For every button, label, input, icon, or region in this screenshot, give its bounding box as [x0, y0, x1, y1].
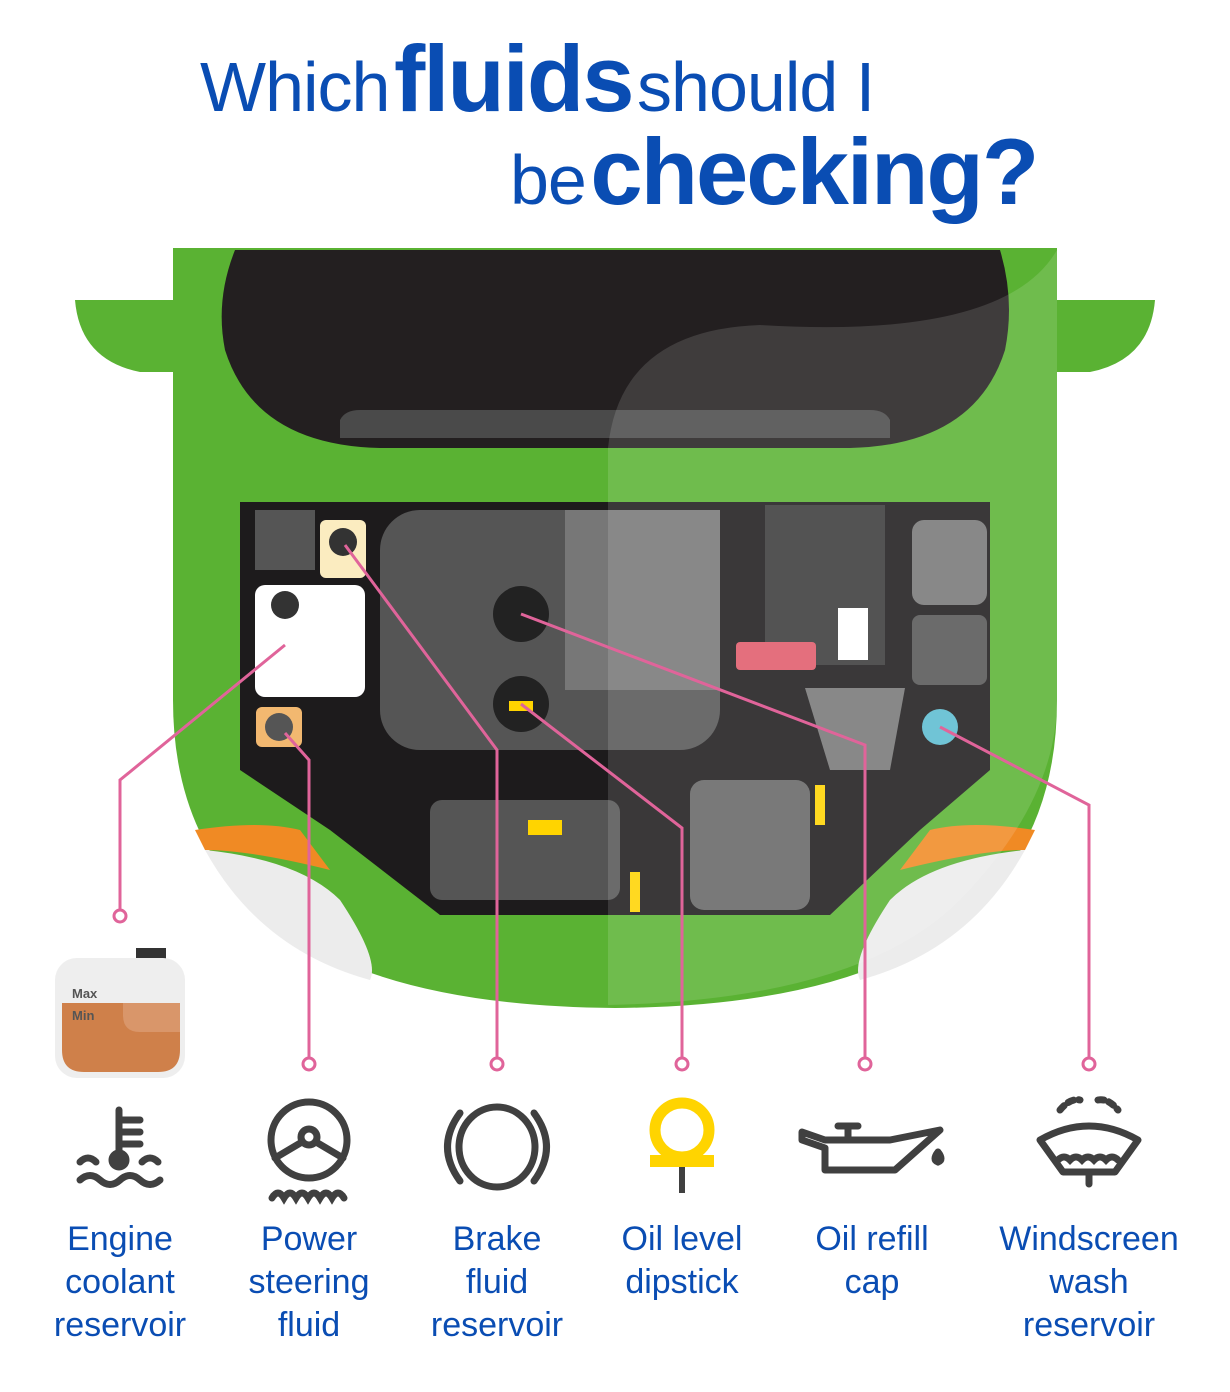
marker [528, 820, 562, 835]
marker [630, 872, 640, 912]
leader-brake [343, 544, 499, 1058]
label-line: Oil level [621, 1220, 743, 1258]
left-bumper [205, 850, 372, 980]
engine-part [912, 615, 987, 685]
windscreen-washer-icon [1036, 1096, 1142, 1188]
title-emphasis: fluids [393, 26, 635, 131]
label-brake-fluid: Brake fluid reservoir [387, 1218, 607, 1347]
leader-washer [939, 725, 1091, 1058]
label-line: Windscreen [999, 1220, 1179, 1258]
battery [912, 520, 987, 605]
min-mark: Min [72, 1008, 95, 1023]
label-windscreen-wash: Windscreen wash reservoir [979, 1218, 1199, 1347]
title-line-1: Which fluids should I [200, 32, 875, 126]
label-line: fluid [465, 1263, 529, 1301]
windscreen [221, 250, 1009, 448]
brake-fluid-cap [329, 528, 357, 556]
title-emphasis: checking? [590, 119, 1039, 224]
title-text: Which [200, 48, 390, 126]
label-line: steering [248, 1263, 370, 1301]
coolant-cap [271, 591, 299, 619]
steering-wheel-icon [267, 1098, 351, 1205]
label-engine-coolant: Engine coolant reservoir [10, 1218, 230, 1347]
leader-ends [112, 908, 1097, 1072]
leader-oil-cap [520, 612, 867, 1058]
title-text: should I [637, 48, 875, 126]
label-line: Engine [67, 1220, 173, 1258]
dipstick-icon [649, 1097, 715, 1193]
label-oil-refill-cap: Oil refill cap [762, 1218, 982, 1304]
engine-part [690, 780, 810, 910]
label-line: wash [1049, 1263, 1129, 1301]
label-line: reservoir [53, 1306, 187, 1344]
engine-part [430, 800, 620, 900]
marker [815, 785, 825, 825]
engine-part [805, 688, 905, 770]
label-line: coolant [65, 1263, 175, 1301]
label-line: Oil refill [815, 1220, 929, 1258]
label-line: reservoir [430, 1306, 564, 1344]
leader-steering [283, 732, 311, 1058]
fuse-label [838, 608, 868, 660]
max-mark: Max [72, 986, 98, 1001]
light-overlay [608, 250, 1057, 1005]
left-headlight [195, 825, 330, 870]
leader-coolant [118, 643, 286, 910]
oil-can-icon [798, 1122, 945, 1174]
red-clip [736, 642, 816, 670]
label-line: reservoir [1022, 1306, 1156, 1344]
coolant-jug [55, 948, 185, 1078]
label-line: Power [260, 1220, 358, 1258]
label-line: fluid [277, 1306, 341, 1344]
brake-warning-icon [444, 1103, 550, 1191]
right-mirror [1055, 300, 1155, 372]
coolant-temperature-icon [76, 1106, 164, 1188]
label-oil-dipstick: Oil level dipstick [572, 1218, 792, 1304]
engine-part [255, 510, 315, 570]
label-line: Brake [452, 1220, 542, 1258]
title-line-2: be checking? [510, 125, 1039, 219]
label-line: dipstick [625, 1263, 739, 1301]
leader-lines [118, 544, 1091, 1058]
wiper-panel [340, 410, 890, 438]
right-bumper [858, 850, 1025, 980]
leader-dipstick [520, 702, 684, 1058]
label-power-steering: Power steering fluid [199, 1218, 419, 1347]
left-mirror [75, 300, 175, 372]
right-headlight [900, 825, 1035, 870]
label-line: cap [844, 1263, 900, 1301]
title-text: be [510, 141, 587, 219]
dipstick-marker [509, 701, 533, 711]
